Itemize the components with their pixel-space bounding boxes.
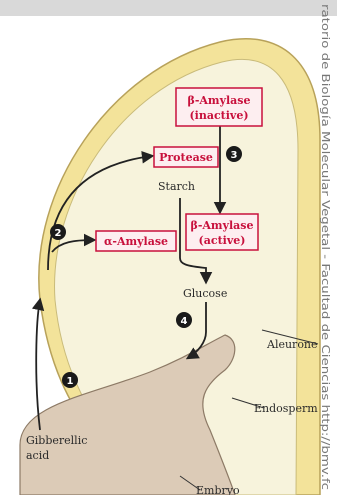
gibberellic-acid-line1: Gibberellic [26,434,87,447]
step-badge-1: 1 [62,372,78,388]
gibberellic-acid-line2: acid [26,449,49,462]
svg-text:2: 2 [55,228,62,239]
top-strip [0,0,337,16]
svg-text:3: 3 [231,150,238,161]
protease-label: Protease [159,151,213,164]
svg-text:1: 1 [67,376,74,387]
beta-amylase-active-line2: (active) [199,234,246,247]
step-badge-2: 2 [50,224,66,240]
glucose-label: Glucose [183,287,227,300]
alpha-amylase-label: α-Amylase [104,235,168,248]
step-badge-3: 3 [226,146,242,162]
vertical-watermark: ratorio de Biología Molecular Vegetal - … [319,4,332,490]
embryo-label: Embryo [196,484,240,495]
aleurone-label: Aleurone [266,338,318,351]
arrow-gibberellin-to-alpha-amylase [36,300,40,430]
beta-amylase-inactive-line2: (inactive) [189,109,248,122]
beta-amylase-inactive-line1: β-Amylase [188,94,251,107]
endosperm-label: Endosperm [254,402,318,415]
step-badge-4: 4 [176,312,192,328]
svg-text:4: 4 [181,316,188,327]
starch-label: Starch [158,180,195,193]
beta-amylase-active-line1: β-Amylase [191,219,254,232]
